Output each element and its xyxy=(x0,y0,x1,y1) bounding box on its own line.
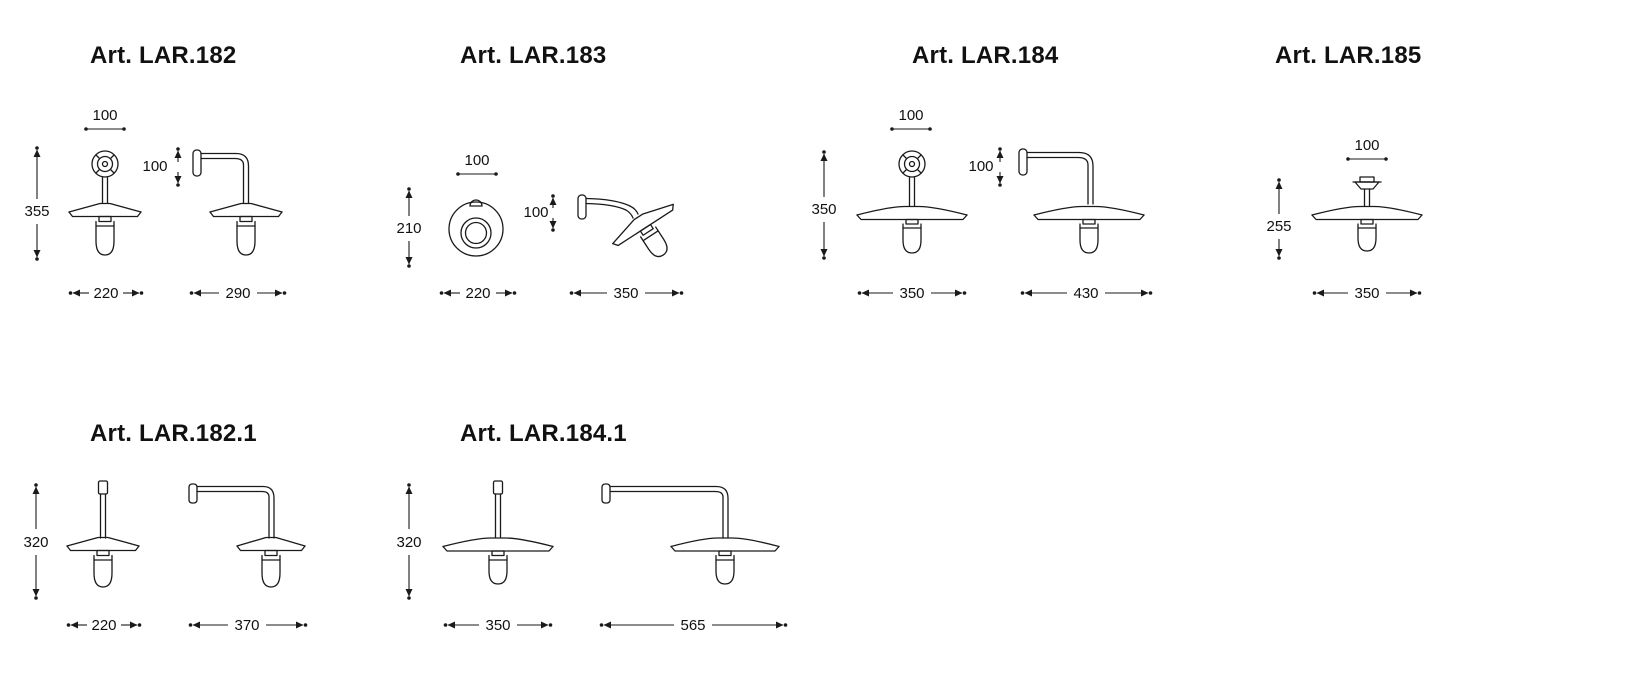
dim-front-width: 350 xyxy=(857,285,967,302)
dim-label: 290 xyxy=(225,285,250,302)
dim-label: 100 xyxy=(968,158,993,175)
bracket-lamp-side-view xyxy=(601,483,780,585)
dim-height: 320 xyxy=(396,483,422,600)
article-lar184-1: Art. LAR.184.1 320 xyxy=(396,420,788,634)
dim-side-depth: 350 xyxy=(569,285,684,302)
wall-lamp-side-view xyxy=(192,149,283,256)
dim-top-width: 100 xyxy=(456,152,498,176)
article-title: Art. LAR.183 xyxy=(460,42,606,69)
wall-lamp-front-view xyxy=(856,150,968,254)
dim-top-width: 100 xyxy=(84,107,126,131)
article-lar183: Art. LAR.183 100 xyxy=(396,42,684,302)
dim-front-width: 350 xyxy=(443,617,553,634)
dim-front-width: 350 xyxy=(1312,285,1422,302)
dim-label: 370 xyxy=(234,617,259,634)
dim-label: 100 xyxy=(464,152,489,169)
dim-label: 355 xyxy=(24,203,49,220)
dim-top-width: 100 xyxy=(890,107,932,131)
dim-side-depth: 290 xyxy=(189,285,287,302)
ceiling-lamp-front-view xyxy=(1311,176,1423,252)
dim-mount-height: 100 xyxy=(968,147,1004,187)
dim-side-depth: 430 xyxy=(1020,285,1153,302)
dim-label: 100 xyxy=(523,204,548,221)
dim-label: 350 xyxy=(811,201,836,218)
dim-front-width: 220 xyxy=(439,285,517,302)
dim-label: 210 xyxy=(396,220,421,237)
article-lar185: Art. LAR.185 100 255 350 xyxy=(1266,42,1423,302)
dim-label: 350 xyxy=(899,285,924,302)
dim-label: 100 xyxy=(898,107,923,124)
dim-mount-height: 100 xyxy=(142,147,182,187)
dim-label: 320 xyxy=(23,534,48,551)
dim-label: 350 xyxy=(1354,285,1379,302)
dim-side-depth: 370 xyxy=(188,617,308,634)
dim-label: 100 xyxy=(92,107,117,124)
dim-front-width: 220 xyxy=(68,285,144,302)
dim-mount-height: 100 xyxy=(523,194,557,232)
dim-label: 565 xyxy=(680,617,705,634)
article-title: Art. LAR.182.1 xyxy=(90,420,257,447)
article-title: Art. LAR.185 xyxy=(1275,42,1421,69)
article-title: Art. LAR.184.1 xyxy=(460,420,627,447)
dim-top-width: 100 xyxy=(1346,137,1388,161)
dim-height: 210 xyxy=(396,187,422,268)
article-title: Art. LAR.184 xyxy=(912,42,1059,69)
stem-lamp-front-view xyxy=(66,480,140,588)
dim-label: 100 xyxy=(1354,137,1379,154)
wall-lamp-side-view xyxy=(1018,148,1145,254)
article-lar182-1: Art. LAR.182.1 320 xyxy=(23,420,308,634)
dim-label: 220 xyxy=(465,285,490,302)
dim-height: 355 xyxy=(24,146,50,261)
dim-height: 320 xyxy=(23,483,49,600)
dim-label: 320 xyxy=(396,534,421,551)
article-title: Art. LAR.182 xyxy=(90,42,236,69)
dim-label: 220 xyxy=(91,617,116,634)
dim-front-width: 220 xyxy=(66,617,142,634)
dim-height: 350 xyxy=(811,150,837,260)
tilting-lamp-side-view xyxy=(577,194,674,258)
dim-label: 255 xyxy=(1266,218,1291,235)
dim-label: 220 xyxy=(93,285,118,302)
wall-lamp-front-view xyxy=(68,150,142,256)
article-lar184: Art. LAR.184 xyxy=(811,42,1153,302)
dim-label: 100 xyxy=(142,158,167,175)
dim-side-depth: 565 xyxy=(599,617,788,634)
dim-height: 255 xyxy=(1266,178,1292,260)
tilting-lamp-front-view xyxy=(448,199,504,257)
dim-label: 350 xyxy=(613,285,638,302)
bracket-lamp-side-view xyxy=(188,483,306,588)
article-lar182: Art. LAR.182 xyxy=(24,42,287,302)
dim-label: 430 xyxy=(1073,285,1098,302)
stem-lamp-front-view xyxy=(442,480,554,585)
dim-label: 350 xyxy=(485,617,510,634)
